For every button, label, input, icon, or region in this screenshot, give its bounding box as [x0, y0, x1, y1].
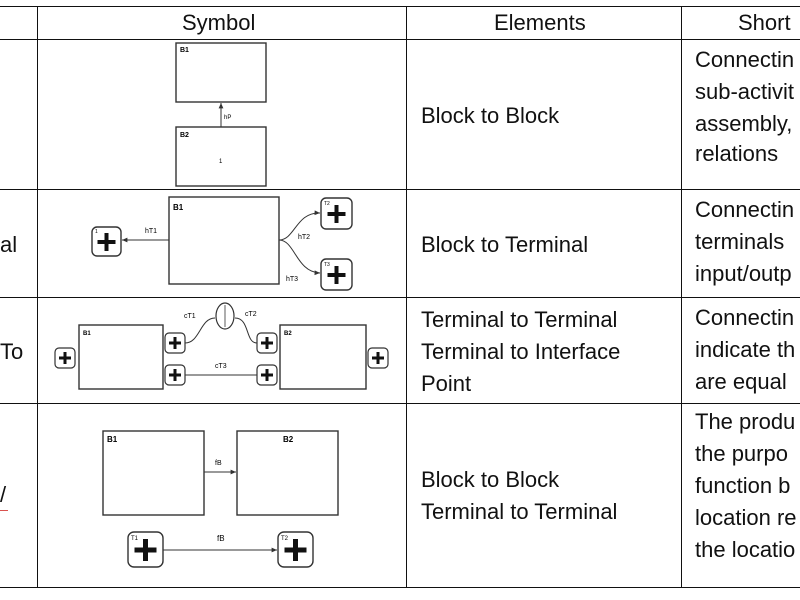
terminal-b1-bottom — [164, 364, 186, 386]
interface-point — [215, 302, 235, 330]
plus-icon — [97, 233, 116, 251]
col-divider-2 — [406, 6, 407, 588]
ht2-curve — [278, 210, 321, 241]
col-divider-1 — [37, 6, 38, 588]
plus-icon — [59, 352, 71, 364]
terminal-right — [367, 347, 389, 369]
header-symbol: Symbol — [182, 10, 256, 35]
svg-text:1: 1 — [95, 229, 98, 235]
plus-icon — [134, 539, 157, 561]
row-divider-1 — [0, 189, 800, 190]
terminal-b2-bottom — [256, 364, 278, 386]
row2-short: Connectin terminals input/outp — [695, 197, 795, 286]
row2-left-fragment: al — [0, 232, 18, 257]
svg-text:T3: T3 — [324, 262, 330, 268]
spellcheck-underline — [0, 510, 8, 511]
row1-diagram: B1 B2 1 hP — [175, 42, 267, 187]
plus-icon — [372, 352, 384, 364]
table-border-top — [0, 6, 800, 7]
block-b1-label: B1 — [180, 47, 189, 54]
ht1-label: hT1 — [145, 228, 157, 235]
terminal-t1 — [127, 531, 164, 568]
plus-icon — [261, 369, 273, 381]
block-b2 — [236, 430, 339, 516]
header-elements: Elements — [494, 10, 586, 35]
block-b2-label: B2 — [180, 132, 189, 139]
plus-icon — [169, 369, 181, 381]
terminal-t3 — [320, 258, 353, 291]
block-b1 — [175, 42, 267, 103]
svg-text:T2: T2 — [324, 201, 330, 207]
row1-elements: Block to Block — [421, 103, 560, 128]
row2-diagram: B1 1 hT1 T2 T3 hT2 hT3 — [91, 196, 353, 291]
col-divider-3 — [681, 6, 682, 588]
row3-short: Connectin indicate th are equal — [695, 305, 796, 394]
svg-text:T2: T2 — [281, 536, 289, 542]
header-divider — [0, 39, 800, 40]
block-b2-label: B2 — [283, 435, 294, 444]
row-divider-3 — [0, 403, 800, 404]
row3-diagram: B1 B2 cT1 cT2 cT3 — [54, 302, 389, 390]
row3-elements-line1: Terminal to Terminal — [421, 307, 618, 332]
block-b1-label: B1 — [83, 331, 91, 337]
block-b2-mark: 1 — [219, 159, 223, 165]
table-border-bottom — [0, 587, 800, 588]
plus-icon — [327, 205, 346, 223]
block-b2 — [279, 324, 367, 390]
row4-elements-line1: Block to Block — [421, 467, 560, 492]
terminal-t1 — [91, 226, 122, 257]
row3-elements-line3: Point — [421, 371, 472, 396]
hp-label: hP — [224, 115, 231, 121]
block-b1 — [78, 324, 164, 390]
fb-top-label: fB — [215, 460, 222, 467]
terminal-t2 — [320, 197, 353, 230]
row4-diagram: B1 B2 fB T1 T2 fB — [102, 430, 339, 568]
fb-bottom-label: fB — [217, 534, 225, 543]
row4-elements-line2: Terminal to Terminal — [421, 499, 618, 524]
ct1-label: cT1 — [184, 313, 196, 320]
block-b1 — [102, 430, 205, 516]
terminal-left — [54, 347, 76, 369]
block-b2-label: B2 — [284, 331, 292, 337]
plus-icon — [169, 337, 181, 349]
plus-icon — [261, 337, 273, 349]
plus-icon — [327, 266, 346, 284]
ct2-label: cT2 — [245, 311, 257, 318]
ht3-curve — [278, 239, 321, 276]
row3-left-fragment: To — [0, 339, 24, 364]
ht2-label: hT2 — [298, 234, 310, 241]
plus-icon — [284, 539, 307, 561]
row1-short: Connectin sub-activit assembly, relation… — [695, 47, 795, 166]
block-b2 — [175, 126, 267, 187]
row2-elements: Block to Terminal — [421, 232, 589, 257]
row-divider-2 — [0, 297, 800, 298]
row4-left-fragment: / — [0, 482, 7, 507]
block-b1-label: B1 — [173, 203, 184, 212]
ht3-label: hT3 — [286, 276, 298, 283]
ct3-label: cT3 — [215, 363, 227, 370]
terminal-b2-top — [256, 332, 278, 354]
row4-short: The produ the purpo function b location … — [695, 409, 797, 562]
block-b1 — [168, 196, 280, 285]
block-b1-label: B1 — [107, 435, 118, 444]
header-short: Short — [738, 10, 791, 35]
row3-elements-line2: Terminal to Interface — [421, 339, 621, 364]
svg-text:T1: T1 — [131, 536, 139, 542]
ct-wave — [184, 317, 258, 344]
terminal-b1-top — [164, 332, 186, 354]
terminal-t2 — [277, 531, 314, 568]
